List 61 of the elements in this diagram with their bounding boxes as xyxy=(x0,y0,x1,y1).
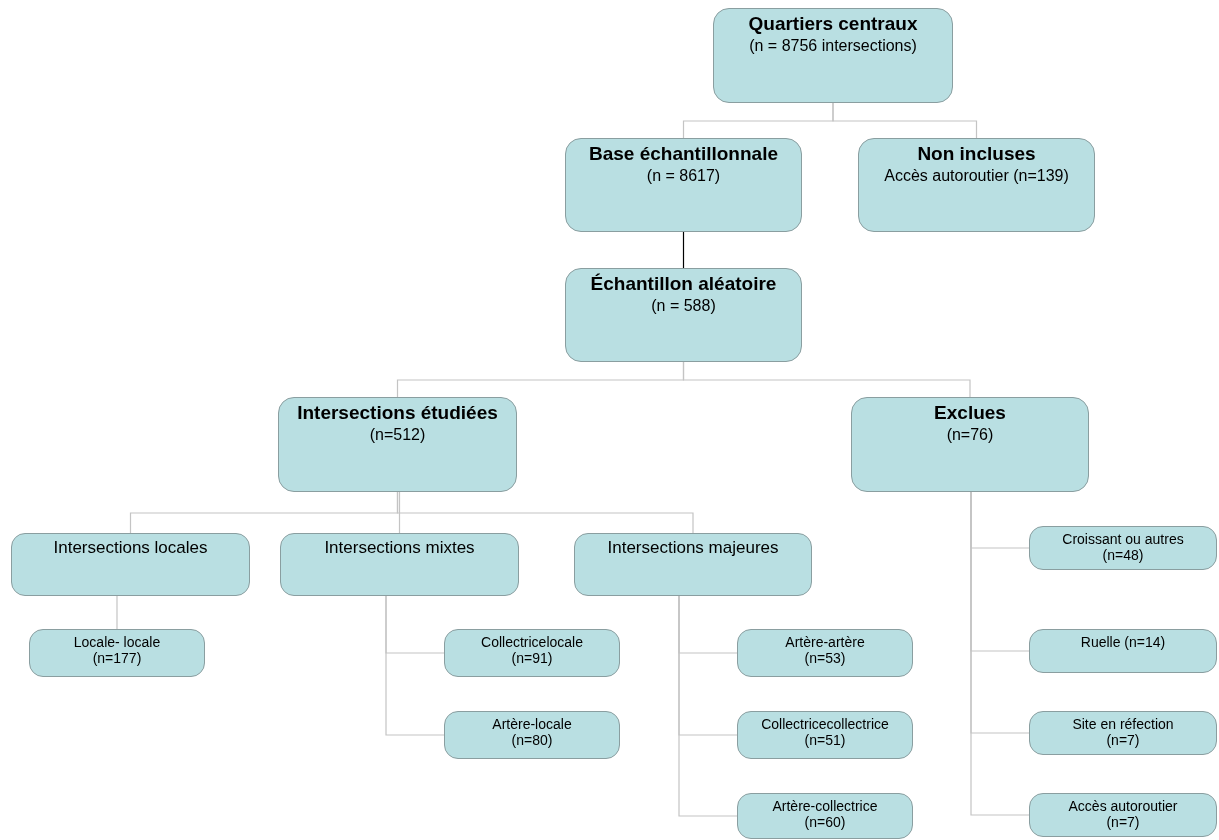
box-text: Intersections mixtes xyxy=(324,538,475,559)
box-text: Intersections majeures xyxy=(607,538,779,559)
category-box xyxy=(851,397,1089,492)
box-text: Intersections locales xyxy=(53,538,208,559)
connector-line xyxy=(832,102,978,139)
box-text: Artère-collectrice xyxy=(772,798,878,815)
box-heading: Échantillon aléatoire xyxy=(590,273,777,296)
box-text: Croissant ou autres xyxy=(1062,531,1184,548)
box-text: (n=80) xyxy=(511,732,553,749)
connector-line xyxy=(116,595,118,630)
connector-line xyxy=(682,231,685,269)
category-box xyxy=(1029,526,1217,570)
box-text: (n = 8617) xyxy=(646,165,721,185)
box-text: (n = 588) xyxy=(651,295,716,315)
category-box xyxy=(565,268,802,362)
category-box xyxy=(278,397,517,492)
box-text: (n=177) xyxy=(92,650,142,667)
box-text: Collectricecollectrice xyxy=(761,716,889,733)
box-text: Accès autoroutier (n=139) xyxy=(884,165,1069,185)
box-heading: Base échantillonnale xyxy=(589,143,778,166)
box-text: (n = 8756 intersections) xyxy=(749,35,917,55)
box-heading: Intersections étudiées xyxy=(297,402,498,425)
category-box xyxy=(444,711,620,759)
box-text: (n=91) xyxy=(511,650,553,667)
category-box xyxy=(858,138,1095,232)
category-box xyxy=(713,8,953,103)
category-box xyxy=(1029,711,1217,755)
box-heading: Quartiers centraux xyxy=(748,13,918,36)
box-text: Ruelle (n=14) xyxy=(1080,634,1166,651)
category-box xyxy=(1029,629,1217,673)
box-heading: Exclues xyxy=(934,402,1006,425)
box-text: (n=51) xyxy=(804,732,846,749)
box-text: (n=512) xyxy=(369,424,426,444)
box-text: Site en réfection xyxy=(1072,716,1174,733)
box-text: Artère-locale xyxy=(492,716,572,733)
category-box xyxy=(565,138,802,232)
box-heading: Non incluses xyxy=(917,143,1036,166)
connector-line xyxy=(678,595,738,817)
box-text: (n=76) xyxy=(946,424,994,444)
category-box xyxy=(737,793,913,839)
category-box xyxy=(1029,793,1217,837)
box-text: Accès autoroutier xyxy=(1068,798,1178,815)
category-box xyxy=(29,629,205,677)
category-box xyxy=(737,629,913,677)
box-text: Locale- locale xyxy=(73,634,161,651)
connector-line xyxy=(682,361,971,398)
box-text: (n=7) xyxy=(1106,732,1140,749)
box-text: (n=53) xyxy=(804,650,846,667)
category-box xyxy=(280,533,519,596)
connector-line xyxy=(396,491,694,534)
box-text: (n=7) xyxy=(1106,814,1140,831)
box-text: Artère-artère xyxy=(785,634,865,651)
connector-line xyxy=(385,595,445,736)
category-box xyxy=(11,533,250,596)
category-box xyxy=(737,711,913,759)
box-text: (n=48) xyxy=(1102,547,1144,564)
category-box xyxy=(574,533,812,596)
box-text: Collectricelocale xyxy=(481,634,583,651)
category-box xyxy=(444,629,620,677)
connector-line xyxy=(398,491,401,534)
box-text: (n=60) xyxy=(804,814,846,831)
